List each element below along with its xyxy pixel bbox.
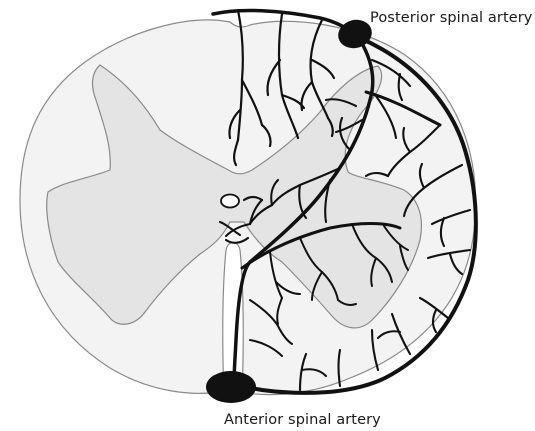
anterior-spinal-artery-node <box>206 371 256 403</box>
central-canal <box>221 195 239 208</box>
posterior-spinal-artery-label: Posterior spinal artery <box>370 10 533 26</box>
anterior-spinal-artery-label: Anterior spinal artery <box>224 412 381 428</box>
